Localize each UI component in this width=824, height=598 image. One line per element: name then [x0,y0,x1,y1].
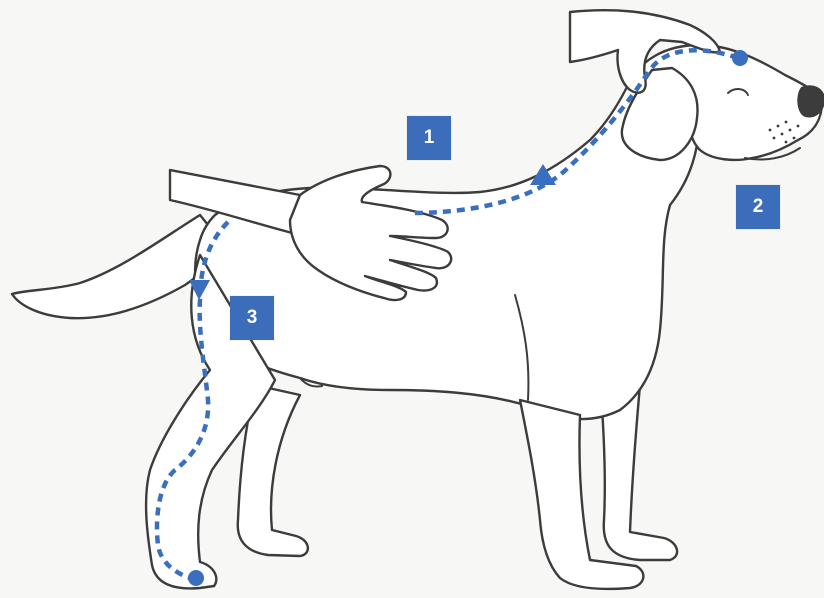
path-start-dot [732,50,748,66]
dog-nose [799,86,824,116]
step-badge-1: 1 [407,116,451,160]
dog-tail [12,215,220,318]
step-badge-3: 3 [230,296,274,340]
path-end-dot [188,570,204,586]
step-badge-2: 2 [736,185,780,229]
